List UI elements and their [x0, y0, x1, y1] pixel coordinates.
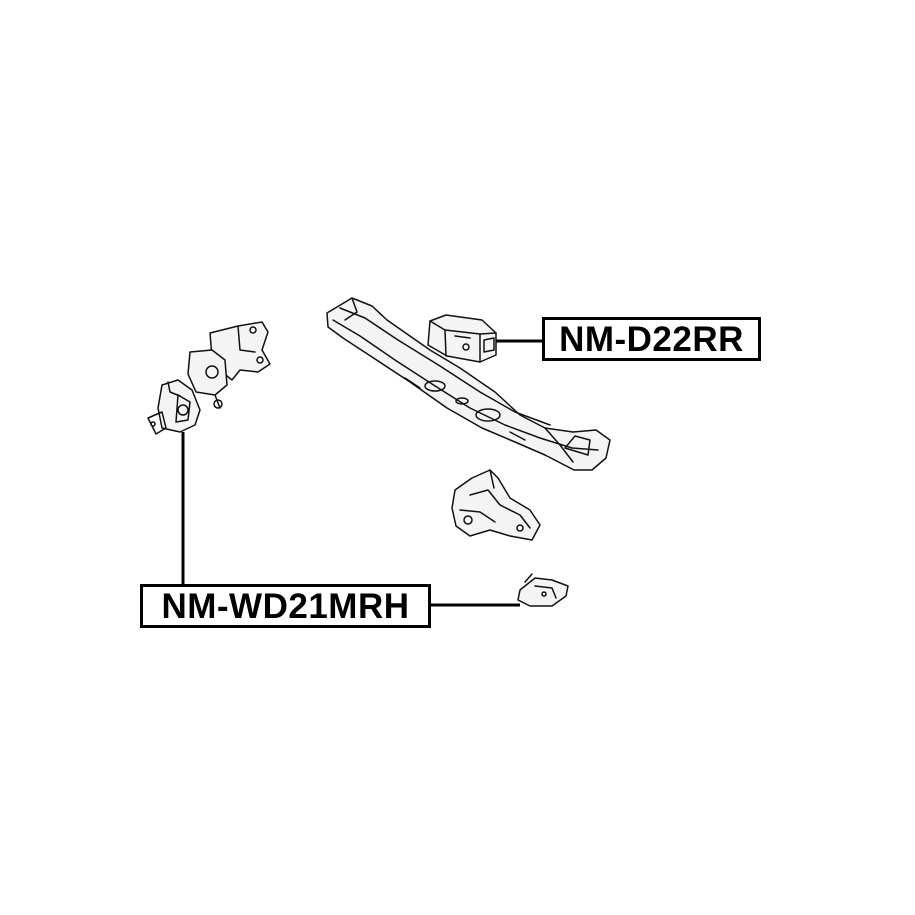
- small-mount-part: [517, 573, 569, 607]
- engine-mount-bracket-upper: [187, 321, 271, 409]
- crossmember-part: [326, 297, 611, 471]
- part-number-label-d22rr: NM-D22RR: [542, 317, 761, 361]
- rear-mount-part: [427, 314, 497, 363]
- lower-bracket-part: [451, 469, 541, 541]
- engine-mount-left: [147, 379, 201, 435]
- part-number-label-wd21mrh: NM-WD21MRH: [140, 584, 431, 628]
